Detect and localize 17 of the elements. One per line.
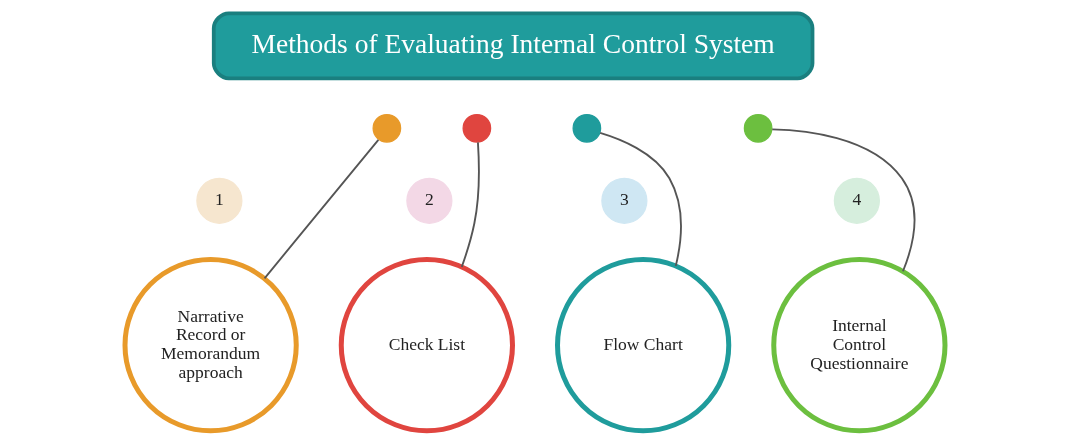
connector — [263, 138, 380, 280]
connector — [771, 128, 916, 273]
node-circle — [372, 113, 402, 143]
node-circle: 2 — [406, 177, 453, 224]
node-circle — [572, 113, 602, 143]
connector — [460, 141, 480, 268]
node-circle: 4 — [833, 177, 880, 224]
connector — [599, 131, 682, 267]
node-circle: Narrative Record or Memorandum approach — [122, 257, 299, 434]
node-circle — [743, 113, 773, 143]
node-circle: 1 — [196, 177, 243, 224]
node-box: Methods of Evaluating Internal Control System — [211, 11, 815, 81]
node-circle: Flow Chart — [555, 257, 732, 434]
node-circle: Internal Control Questionnaire — [771, 257, 948, 434]
node-circle: 3 — [601, 177, 648, 224]
node-circle — [462, 113, 492, 143]
node-circle: Check List — [338, 257, 515, 434]
